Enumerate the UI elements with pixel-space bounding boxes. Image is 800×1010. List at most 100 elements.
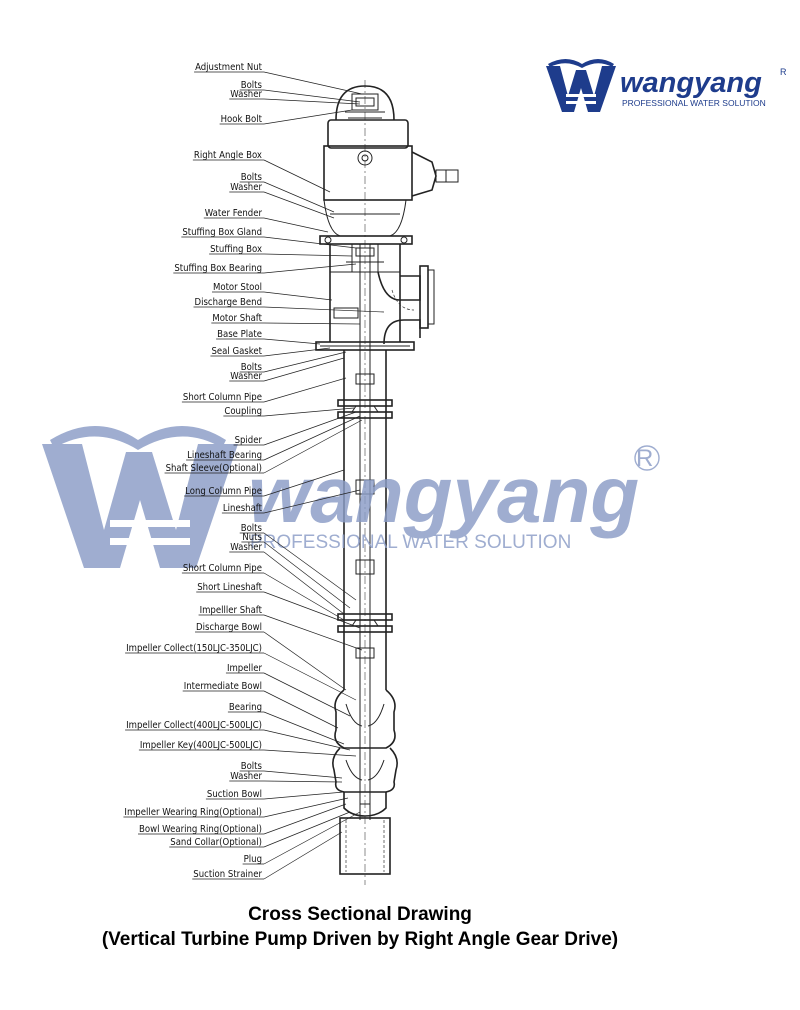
callout-label: Stuffing Box Bearing xyxy=(174,263,262,274)
caption-subtitle: (Vertical Turbine Pump Driven by Right A… xyxy=(101,929,619,950)
callout-label: Discharge Bend xyxy=(195,297,262,308)
callout-leader-line xyxy=(263,306,385,313)
callout-leader-line xyxy=(263,780,343,783)
callout-leader-line xyxy=(263,831,343,880)
callout-label: Seal Gasket xyxy=(211,346,262,357)
callout-leader-line xyxy=(263,811,361,865)
callout-leader-line xyxy=(263,797,349,818)
callout-leader-line xyxy=(263,791,345,800)
callout-leader-line xyxy=(263,749,357,757)
callout-label: Nuts xyxy=(242,532,262,543)
callout-label: Plug xyxy=(244,854,262,865)
callout-label: Discharge Bowl xyxy=(196,622,262,633)
callout-label: Bolts xyxy=(241,761,263,772)
callout-label: Lineshaft Bearing xyxy=(187,450,262,461)
callout-leader-line xyxy=(263,489,361,514)
callout-leader-line xyxy=(263,811,351,848)
callout-label: Washer xyxy=(230,89,262,100)
callout-label: Short Lineshaft xyxy=(197,582,262,593)
callout-leader-line xyxy=(263,377,347,403)
callout-leader-line xyxy=(263,690,339,729)
callout-label: Spider xyxy=(235,435,263,446)
brand-logo: wangyang R PROFESSIONAL WATER SOLUTION xyxy=(546,59,787,112)
callout-label: Suction Strainer xyxy=(193,869,262,880)
callout-label: Motor Shaft xyxy=(212,313,262,324)
callout-label: Bolts xyxy=(241,362,263,373)
brand-logo-name: wangyang xyxy=(620,67,762,99)
callout-leader-line xyxy=(263,351,347,373)
callout-label: Short Column Pipe xyxy=(183,392,262,403)
callout-label: Water Fender xyxy=(205,208,263,219)
callout-label: Bolts xyxy=(241,523,263,534)
callout-leader-line xyxy=(263,411,357,446)
callout-leader-line xyxy=(263,591,361,629)
callout-leader-line xyxy=(263,407,355,417)
callout-leader-line xyxy=(263,711,345,745)
callout-label: Short Column Pipe xyxy=(183,563,262,574)
callout-leader-line xyxy=(263,572,345,621)
callout-label: Long Column Pipe xyxy=(185,486,262,497)
callout-leader-line xyxy=(263,291,333,301)
callout-leader-line xyxy=(263,236,357,249)
callout-label: Right Angle Box xyxy=(194,150,262,161)
callout-leader-line xyxy=(263,614,363,651)
callout-leader-line xyxy=(263,338,321,345)
brand-logo-mark xyxy=(546,59,616,112)
callout-label: Stuffing Box xyxy=(210,244,262,255)
callout-leader-line xyxy=(263,419,363,474)
callout-label: Impeller xyxy=(227,663,263,674)
callout-leader-line xyxy=(263,98,361,105)
callout-leader-line xyxy=(263,803,347,835)
callout-label: Hook Bolt xyxy=(221,114,263,125)
callout-label: Bolts xyxy=(241,80,263,91)
watermark-name: wangyang xyxy=(248,450,639,539)
callout-label: Impeller Collect(400LJC-500LJC) xyxy=(126,720,262,731)
callout-label: Washer xyxy=(230,182,262,193)
callout-label: Bowl Wearing Ring(Optional) xyxy=(139,824,262,835)
watermark: wangyang R PROFESSIONAL WATER SOLUTION xyxy=(42,426,660,568)
callout-leader-line xyxy=(263,770,343,779)
callout-label: Impeller Wearing Ring(Optional) xyxy=(124,807,262,818)
callout-leader-line xyxy=(263,729,351,751)
watermark-mark xyxy=(42,426,238,568)
callout-leader-line xyxy=(263,347,331,357)
callout-label: Base Plate xyxy=(217,329,262,340)
watermark-registered-circle xyxy=(634,445,660,471)
callout-label: Impeller Collect(150LJC-350LJC) xyxy=(126,643,262,654)
pump-drawing xyxy=(315,80,459,885)
callout-leader-line xyxy=(263,652,357,701)
callout-leader-line xyxy=(263,357,345,382)
callout-leader-line xyxy=(263,532,357,601)
callout-leader-line xyxy=(263,217,329,233)
callout-label: Sand Collar(Optional) xyxy=(170,837,262,848)
callout-label: Adjustment Nut xyxy=(195,62,263,73)
callout-label: Stuffing Box Gland xyxy=(182,227,262,238)
callout-label: Impeller Key(400LJC-500LJC) xyxy=(140,740,262,751)
callout-label: Motor Stool xyxy=(213,282,262,293)
caption-title: Cross Sectional Drawing xyxy=(248,904,472,925)
callout-leader-line xyxy=(263,253,353,257)
callout-label: Coupling xyxy=(224,406,262,417)
callout-label: Washer xyxy=(230,542,262,553)
watermark-registered: R xyxy=(636,445,653,472)
callout-label: Washer xyxy=(230,771,262,782)
callout-leader-line xyxy=(263,263,357,274)
callout-label: Intermediate Bowl xyxy=(184,681,262,692)
callout-label: Washer xyxy=(230,371,262,382)
callout-leader-line xyxy=(263,415,361,461)
watermark-tagline: PROFESSIONAL WATER SOLUTION xyxy=(250,532,571,553)
callout-leader-line xyxy=(263,71,363,95)
callout-leader-line xyxy=(263,89,361,103)
callout-leader-line xyxy=(263,191,335,219)
callout-label: Suction Bowl xyxy=(207,789,262,800)
callout-label: Lineshaft xyxy=(223,503,263,514)
callout-leader-line xyxy=(263,322,361,325)
callout-leader-line xyxy=(263,541,351,609)
brand-logo-registered: R xyxy=(780,67,787,77)
callout-label: Bearing xyxy=(229,702,262,713)
callout-leader-line xyxy=(263,109,353,125)
callout-leader-line xyxy=(263,631,347,691)
callout-label: Shaft Sleeve(Optional) xyxy=(166,463,262,474)
